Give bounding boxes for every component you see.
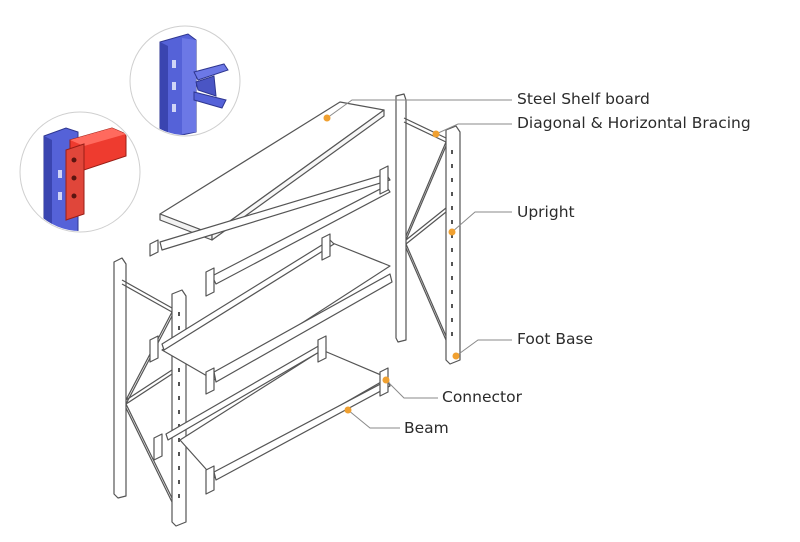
callout-markers — [323, 114, 460, 414]
steel-shelf-board-middle — [149, 233, 393, 395]
label-bracing: Diagonal & Horizontal Bracing — [517, 114, 751, 132]
front-upright-frame — [113, 257, 187, 527]
label-beam: Beam — [404, 419, 449, 437]
label-steel-shelf-board: Steel Shelf board — [517, 90, 650, 108]
steel-shelf-board-bottom — [153, 335, 391, 495]
upright-beam-connector-icon — [19, 111, 141, 233]
rack-drawing — [113, 93, 461, 527]
back-upright-frame — [395, 93, 461, 365]
label-foot-base: Foot Base — [517, 330, 594, 348]
beam-top — [149, 165, 391, 297]
label-upright: Upright — [517, 203, 575, 221]
upright-bracing-joint-icon — [129, 25, 241, 137]
leader-lines — [326, 99, 512, 429]
label-connector: Connector — [442, 388, 522, 406]
